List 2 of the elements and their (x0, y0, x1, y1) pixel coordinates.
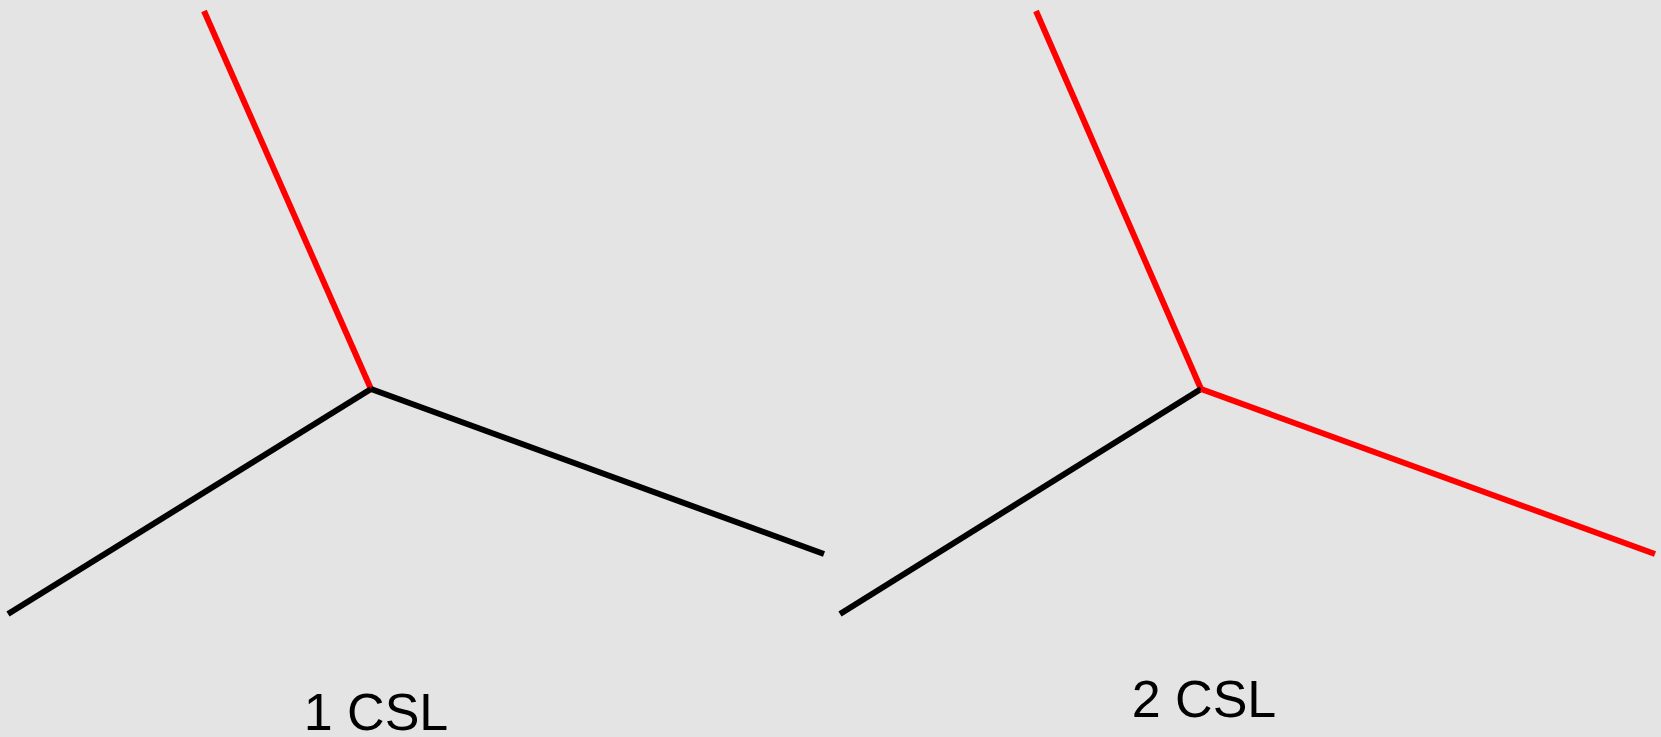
junction-label: 2 CSL (1131, 673, 1277, 725)
junction-label: 1 CSL (303, 686, 449, 737)
